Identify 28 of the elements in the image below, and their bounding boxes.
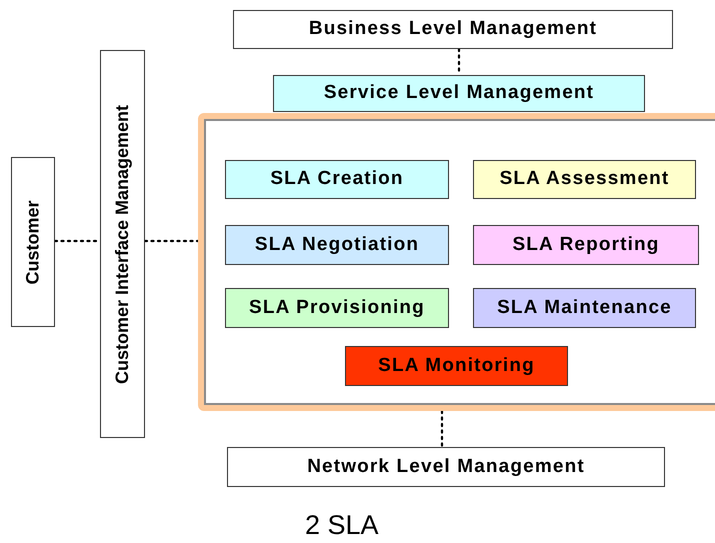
caption: 2 SLA xyxy=(305,512,379,539)
process-box xyxy=(225,288,449,328)
frame-box xyxy=(198,113,715,411)
node-label: SLA Monitoring xyxy=(378,354,535,378)
node-label: SLA Maintenance xyxy=(497,296,672,320)
dotted-connector xyxy=(144,240,200,242)
process-box xyxy=(473,225,699,265)
node-label: Customer Interface Management xyxy=(111,104,133,384)
dotted-connector xyxy=(440,410,444,448)
actor-box xyxy=(11,157,55,327)
node-label: SLA Negotiation xyxy=(254,232,420,257)
node-label: SLA Provisioning xyxy=(249,296,425,320)
node-label: Network Level Management xyxy=(307,454,585,479)
node-label: Customer xyxy=(22,200,44,284)
level-box xyxy=(273,75,645,112)
node-label: SLA Reporting xyxy=(512,232,660,257)
node-label: SLA Assessment xyxy=(500,167,670,192)
process-box xyxy=(473,160,696,199)
process-box xyxy=(345,346,568,386)
node-label: SLA Creation xyxy=(270,167,404,192)
node-label: Business Level Management xyxy=(308,17,598,42)
level-box xyxy=(227,447,665,487)
process-box xyxy=(473,288,696,328)
node-label: Service Level Management xyxy=(324,81,594,106)
process-box xyxy=(225,160,449,199)
process-box xyxy=(225,225,449,265)
interface-box xyxy=(100,50,145,438)
level-box xyxy=(233,10,673,49)
